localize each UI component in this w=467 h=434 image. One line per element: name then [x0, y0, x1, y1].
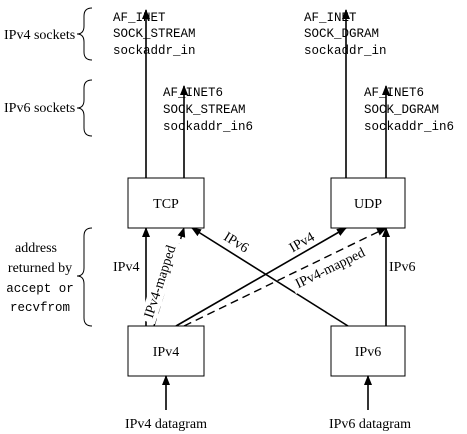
ipv4-box — [127, 325, 205, 377]
tcp-label: TCP — [153, 197, 179, 212]
ipv6-udp-addr: sockaddr_in6 — [364, 120, 454, 134]
ipv4-udp-type: SOCK_DGRAM — [304, 27, 379, 41]
ipv6-sockets-label: IPv6 sockets — [4, 101, 75, 116]
udp-ipv6-label: IPv6 — [389, 260, 415, 275]
ipv4-udp-family: AF_INET — [304, 11, 357, 25]
ipv4-sockets-label: IPv4 sockets — [4, 28, 75, 43]
ipv4-tcp-family: AF_INET — [113, 11, 166, 25]
tcp-ipv4-mapped-label: IPv4-mapped — [142, 244, 180, 320]
ipv6-sockets-brace — [76, 79, 93, 137]
ipv4-to-udp-arrow — [175, 227, 347, 327]
ipv6-udp-type: SOCK_DGRAM — [364, 103, 439, 117]
udp-label: UDP — [354, 197, 382, 212]
ipv6-tcp-family: AF_INET6 — [163, 86, 223, 100]
ipv6-box — [330, 325, 406, 377]
ipv4-tcp-type: SOCK_STREAM — [113, 27, 196, 41]
ipv4-mapped-to-udp-arrow — [183, 227, 387, 327]
ipv4-tcp-addr: sockaddr_in — [113, 44, 196, 58]
tcp-box — [127, 177, 205, 229]
tcp-ipv4-label: IPv4 — [113, 260, 139, 275]
address-returned-line4: recvfrom — [10, 301, 70, 315]
ipv4-box-label: IPv4 — [153, 345, 179, 360]
address-returned-line1: address — [15, 241, 57, 256]
ipv6-datagram-label: IPv6 datagram — [329, 417, 411, 432]
ipv4-datagram-label: IPv4 datagram — [125, 417, 207, 432]
ipv6-udp-family: AF_INET6 — [364, 86, 424, 100]
ipv6-tcp-type: SOCK_STREAM — [163, 103, 246, 117]
address-returned-brace — [76, 227, 93, 327]
ipv4-sockets-brace — [76, 7, 93, 61]
ipv6-box-label: IPv6 — [355, 345, 381, 360]
ipv6-to-tcp-arrow — [191, 227, 349, 327]
ipv6-tcp-addr: sockaddr_in6 — [163, 120, 253, 134]
address-returned-line3: accept or — [6, 282, 74, 296]
address-returned-line2: returned by — [8, 261, 72, 276]
udp-box — [330, 177, 406, 229]
